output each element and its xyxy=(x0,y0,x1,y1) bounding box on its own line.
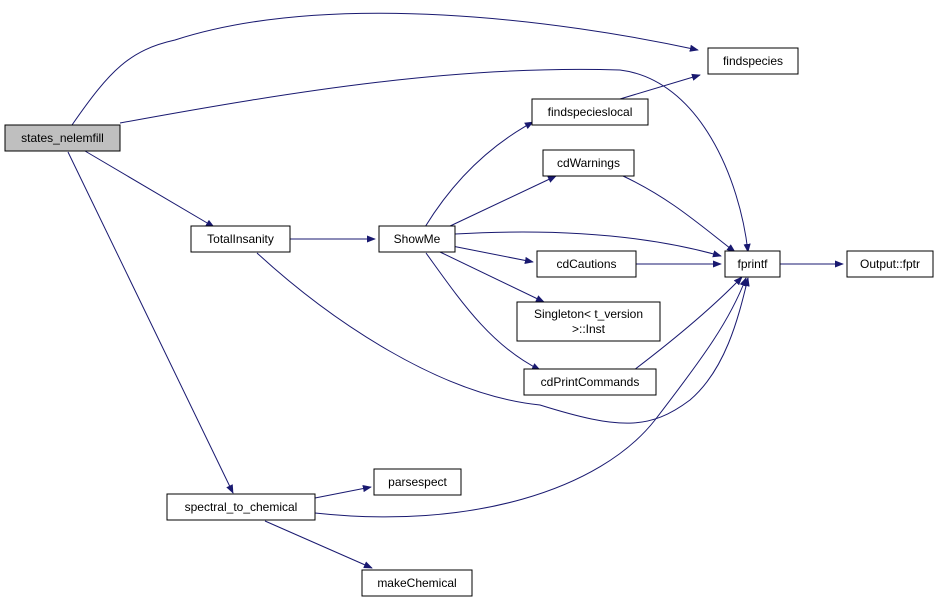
node-label: cdCautions xyxy=(556,257,616,271)
node-findspecies[interactable]: findspecies xyxy=(707,47,799,75)
edge-ShowMe-Singleton xyxy=(439,251,545,303)
node-cdPrintCommands[interactable]: cdPrintCommands xyxy=(523,368,657,396)
edge-TotalInsanity-fprintf xyxy=(256,252,750,424)
node-cdWarnings[interactable]: cdWarnings xyxy=(542,149,635,177)
node-label-line2: >::Inst xyxy=(572,322,606,336)
edge-cdPrintCommands-fprintf xyxy=(633,276,743,371)
node-label: findspecieslocal xyxy=(548,105,633,119)
node-ShowMe[interactable]: ShowMe xyxy=(378,225,456,253)
edge-ShowMe-cdPrintCommands xyxy=(425,252,541,371)
edge-states_nelemfill-TotalInsanity xyxy=(84,150,215,228)
edge-spectral_to_chemical-parsespect xyxy=(314,485,372,499)
node-label: parsespect xyxy=(388,475,447,489)
edge-ShowMe-fprintf xyxy=(454,231,722,258)
node-states_nelemfill[interactable]: states_nelemfill xyxy=(4,124,121,152)
node-label: Output::fptr xyxy=(860,257,920,271)
edge-states_nelemfill-findspecies xyxy=(71,12,699,126)
node-label: spectral_to_chemical xyxy=(185,500,298,514)
edge-ShowMe-cdCautions xyxy=(451,245,534,264)
edge-ShowMe-cdWarnings xyxy=(447,175,557,228)
node-parsespect[interactable]: parsespect xyxy=(373,468,462,496)
node-label: findspecies xyxy=(723,54,783,68)
edge-states_nelemfill-fprintf xyxy=(119,68,751,253)
node-label: cdPrintCommands xyxy=(541,375,640,389)
edge-findspecieslocal-findspecies xyxy=(619,73,701,100)
edge-spectral_to_chemical-makeChemical xyxy=(264,520,373,569)
node-label: cdWarnings xyxy=(557,156,620,170)
node-label: ShowMe xyxy=(394,232,441,246)
edge-ShowMe-findspecieslocal xyxy=(424,121,534,228)
node-label: states_nelemfill xyxy=(21,131,104,145)
node-TotalInsanity[interactable]: TotalInsanity xyxy=(190,225,291,253)
node-spectral_to_chemical[interactable]: spectral_to_chemical xyxy=(166,493,316,521)
node-Singleton[interactable]: Singleton< t_version >::Inst xyxy=(516,301,661,342)
edge-states_nelemfill-spectral_to_chemical xyxy=(67,151,234,494)
node-findspecieslocal[interactable]: findspecieslocal xyxy=(531,98,649,126)
node-label-line1: Singleton< t_version xyxy=(534,307,643,321)
node-cdCautions[interactable]: cdCautions xyxy=(536,250,637,278)
edge-cdWarnings-fprintf xyxy=(622,175,736,253)
node-label: makeChemical xyxy=(377,576,456,590)
edge-spectral_to_chemical-fprintf xyxy=(314,277,747,518)
node-fprintf[interactable]: fprintf xyxy=(724,250,781,278)
node-label: TotalInsanity xyxy=(207,232,274,246)
node-makeChemical[interactable]: makeChemical xyxy=(361,569,473,597)
node-label: fprintf xyxy=(737,257,768,271)
node-Output_fptr[interactable]: Output::fptr xyxy=(846,250,934,278)
